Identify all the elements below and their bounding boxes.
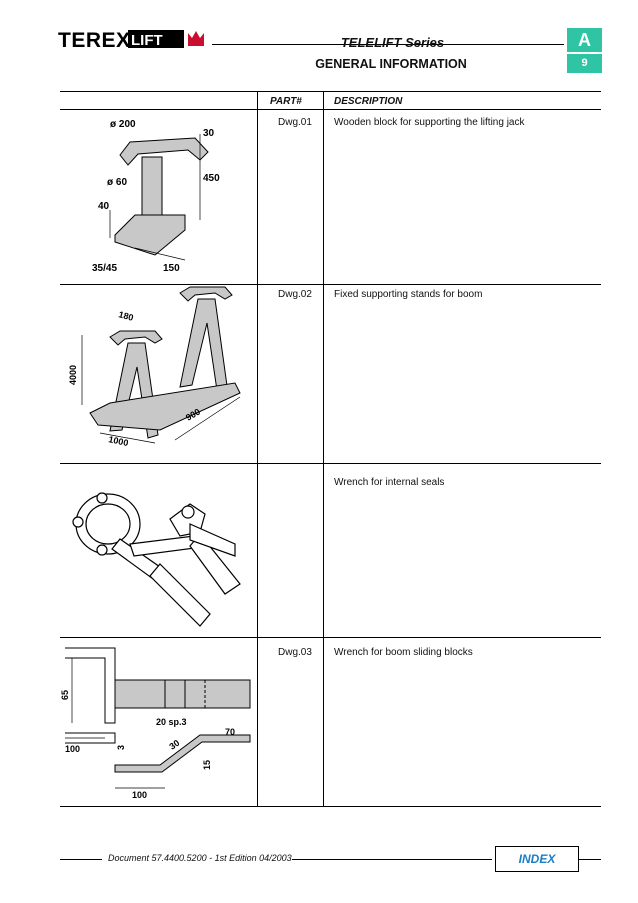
dim-label: 180 (117, 309, 134, 323)
index-link[interactable]: INDEX (495, 846, 579, 872)
part-cell: Dwg.03 (278, 647, 312, 658)
table-bottom-rule (60, 806, 601, 807)
description-cell: Fixed supporting stands for boom (334, 289, 483, 300)
page-number-badge: 9 (567, 54, 602, 73)
table-header-rule (60, 109, 601, 110)
dim-label: 20 sp.3 (156, 717, 187, 727)
dim-label: 65 (60, 690, 70, 700)
dim-label: 30 (167, 738, 181, 752)
dim-label: 70 (225, 727, 235, 737)
drawing-sliding-block-wrench: 65 20 sp.3 70 30 100 3 15 100 (60, 647, 251, 800)
description-cell: Wrench for boom sliding blocks (334, 647, 473, 658)
dim-label: 450 (203, 173, 220, 184)
dim-label: 4000 (68, 365, 78, 385)
footer-rule (579, 859, 601, 860)
terexlift-logo: TEREX LIFT (58, 29, 204, 50)
footer-rule (60, 859, 102, 860)
drawing-jack-support-block: ø 200 30 450 ø 60 40 35/45 150 (92, 119, 220, 274)
drawing-seal-wrench (72, 492, 241, 627)
description-cell: Wooden block for supporting the lifting … (334, 117, 525, 128)
dim-label: 40 (98, 201, 110, 212)
row-divider (60, 284, 601, 285)
dim-label: 3 (116, 745, 126, 750)
description-cell: Wrench for internal seals (334, 477, 445, 488)
table-top-rule (60, 91, 601, 92)
dim-label: ø 60 (107, 177, 127, 188)
svg-text:TEREX: TEREX (58, 29, 131, 50)
dim-label: 30 (203, 128, 215, 139)
column-divider (323, 91, 324, 806)
dim-label: ø 200 (110, 119, 136, 130)
column-header-part: PART# (270, 96, 302, 107)
dim-label: 150 (163, 263, 180, 274)
dim-label: 100 (132, 790, 147, 800)
series-title: TELELIFT Series (340, 35, 445, 50)
part-cell: Dwg.01 (278, 117, 312, 128)
drawing-boom-stands: 180 4000 900 1000 (68, 286, 241, 448)
section-letter-badge: A (567, 28, 602, 52)
dim-label: 35/45 (92, 263, 117, 274)
row-divider (60, 637, 601, 638)
column-divider (257, 91, 258, 806)
dim-label: 1000 (108, 434, 130, 448)
part-cell: Dwg.02 (278, 289, 312, 300)
dim-label: 15 (202, 760, 212, 770)
svg-text:LIFT: LIFT (131, 32, 163, 49)
footer-rule (292, 859, 492, 860)
document-reference: Document 57.4400.5200 - 1st Edition 04/2… (108, 853, 292, 863)
dim-label: 100 (65, 744, 80, 754)
row-divider (60, 463, 601, 464)
header-rule (212, 44, 564, 45)
column-header-description: DESCRIPTION (334, 96, 403, 107)
section-title: GENERAL INFORMATION (315, 57, 467, 71)
